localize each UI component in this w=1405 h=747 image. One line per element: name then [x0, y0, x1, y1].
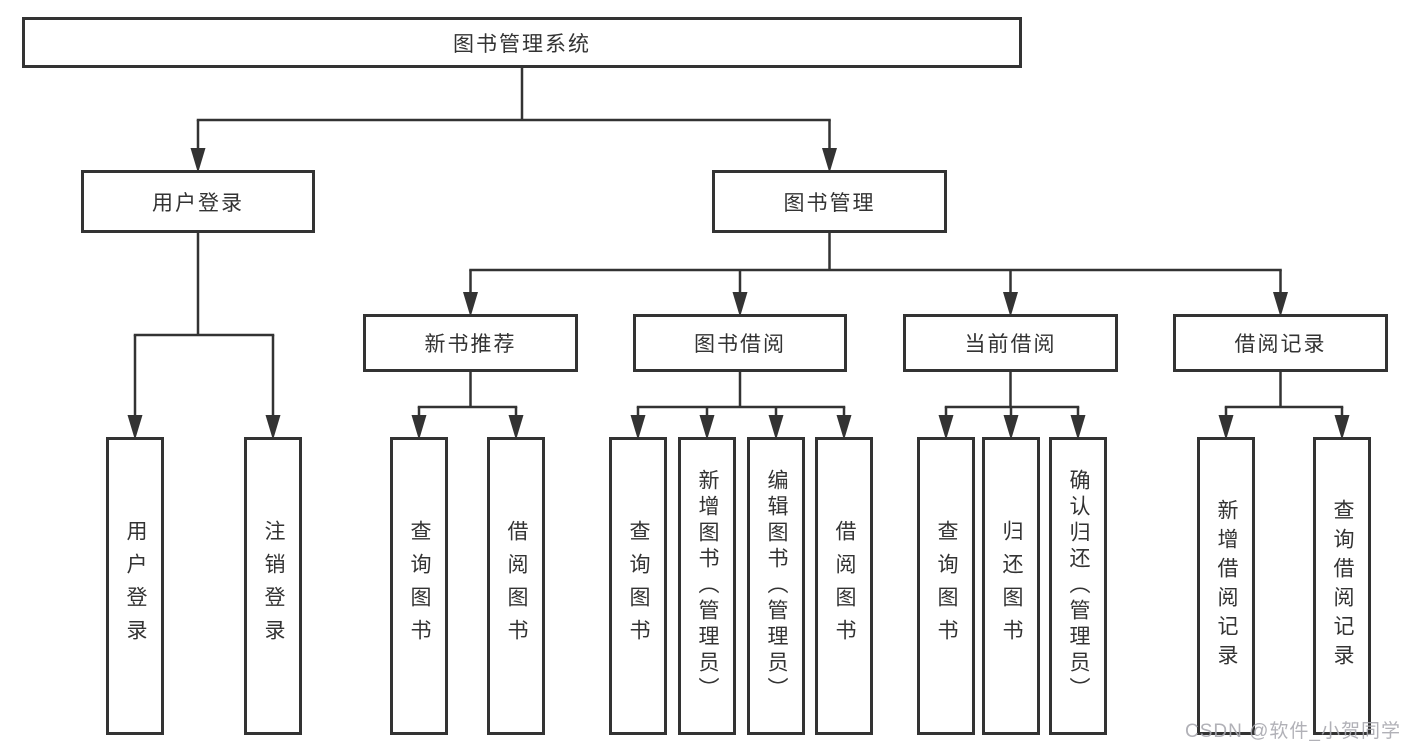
node-leaf-query-borrow-record: 查询借阅记录 — [1313, 437, 1371, 735]
node-leaf-query-books-1: 查询图书 — [390, 437, 448, 735]
arrowhead-icon — [463, 292, 478, 317]
node-leaf-logout: 注销登录 — [244, 437, 302, 735]
arrowhead-icon — [127, 415, 143, 440]
node-leaf-query-books-2: 查询图书 — [609, 437, 667, 735]
node-leaf-confirm-return: 确认归还（管理员） — [1049, 437, 1107, 735]
arrowhead-icon — [1218, 415, 1234, 440]
arrowhead-icon — [822, 148, 837, 173]
node-leaf-borrow-books-1: 借阅图书 — [487, 437, 545, 735]
node-leaf-query-books-3: 查询图书 — [917, 437, 975, 735]
node-user-login-branch: 用户登录 — [81, 170, 315, 233]
node-leaf-add-borrow-record: 新增借阅记录 — [1197, 437, 1255, 735]
arrowhead-icon — [630, 415, 646, 440]
node-leaf-user-login: 用户登录 — [106, 437, 164, 735]
arrowhead-icon — [1003, 415, 1019, 440]
arrowhead-icon — [1003, 292, 1018, 317]
node-root: 图书管理系统 — [22, 17, 1022, 68]
node-leaf-return-book: 归还图书 — [982, 437, 1040, 735]
arrowhead-icon — [699, 415, 715, 440]
node-borrow-records: 借阅记录 — [1173, 314, 1388, 372]
arrowhead-icon — [732, 292, 748, 317]
arrowhead-icon — [1070, 415, 1086, 440]
arrowhead-icon — [836, 415, 852, 440]
arrowhead-icon — [508, 415, 524, 440]
arrowhead-icon — [938, 415, 954, 440]
node-book-borrow: 图书借阅 — [633, 314, 847, 372]
node-leaf-borrow-books-2: 借阅图书 — [815, 437, 873, 735]
arrowhead-icon — [265, 415, 281, 440]
watermark: CSDN @软件_小贺同学 — [1185, 721, 1401, 742]
node-leaf-add-book: 新增图书（管理员） — [678, 437, 736, 735]
arrowhead-icon — [411, 415, 427, 440]
node-leaf-edit-book: 编辑图书（管理员） — [747, 437, 805, 735]
node-current-borrow: 当前借阅 — [903, 314, 1118, 372]
arrowhead-icon — [768, 415, 784, 440]
node-book-management: 图书管理 — [712, 170, 947, 233]
node-new-book-recommend: 新书推荐 — [363, 314, 578, 372]
arrowhead-icon — [190, 148, 206, 173]
arrowhead-icon — [1334, 415, 1350, 440]
arrowhead-icon — [1273, 292, 1288, 317]
